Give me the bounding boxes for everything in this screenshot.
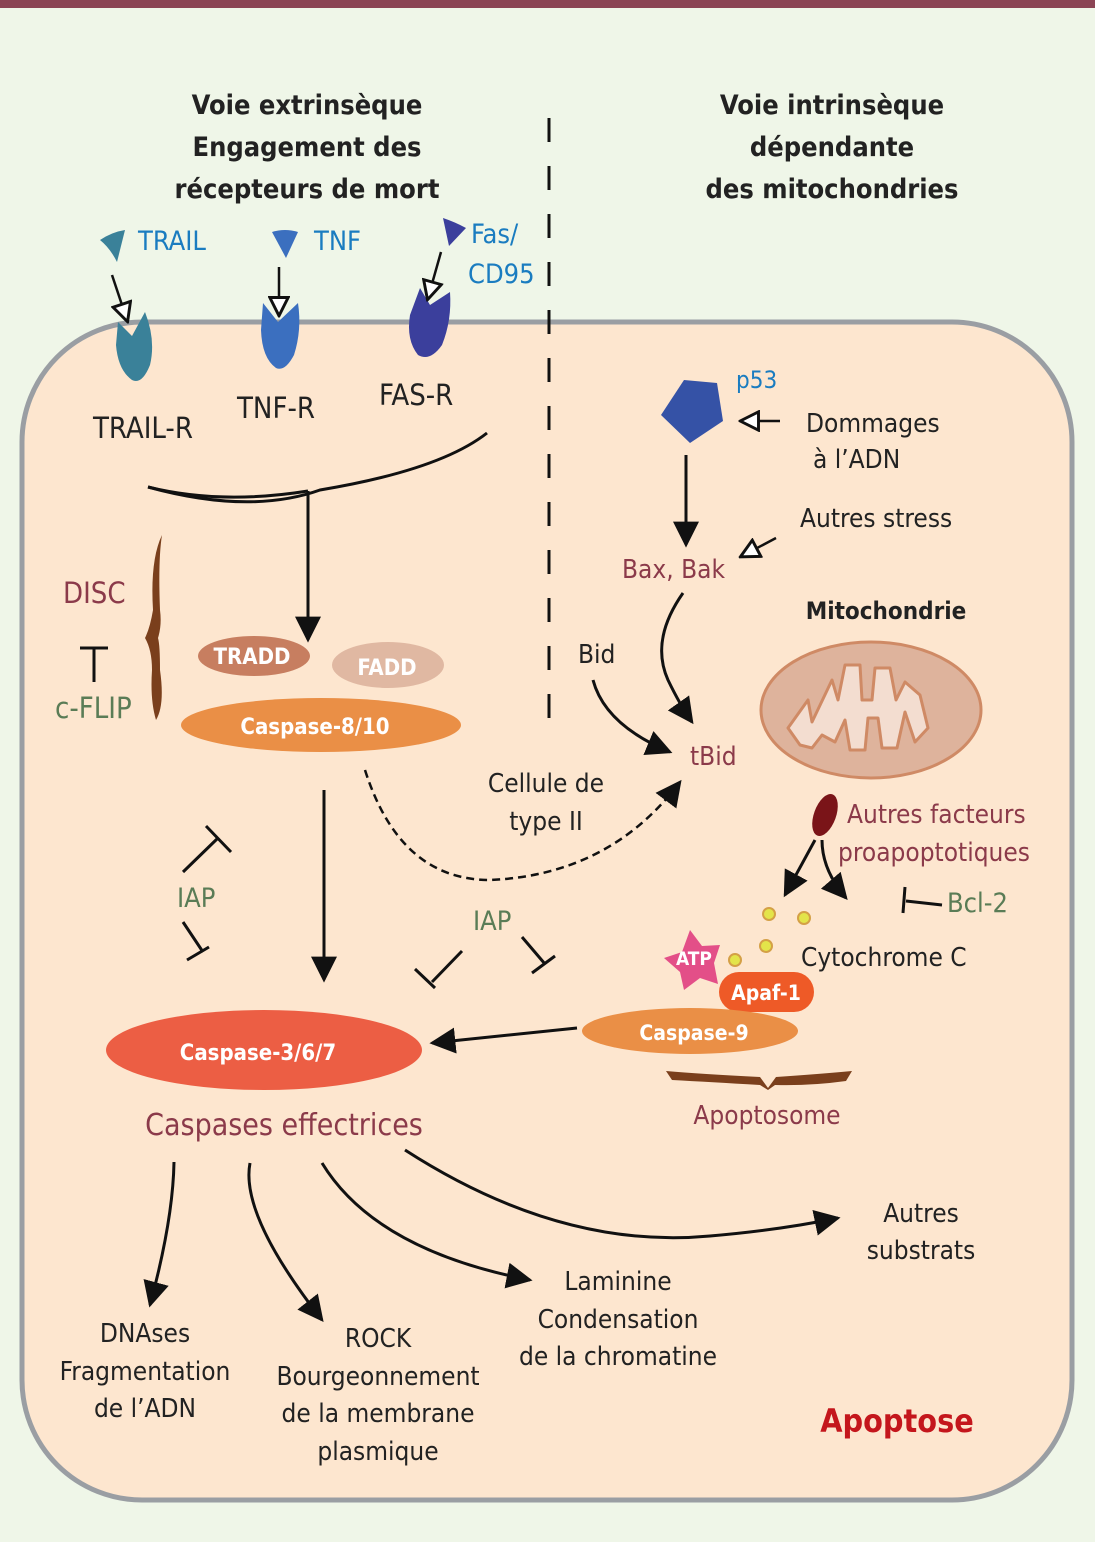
type2-label-line2: type II (509, 807, 582, 837)
substrate-arrow-laminine (320, 1162, 533, 1289)
cytochrome-c-icons (728, 907, 811, 967)
extrinsic-header-line1: Voie extrinsèque (192, 90, 423, 121)
tbid-label: tBid (690, 742, 737, 772)
apaf-1-label: Apaf-1 (731, 981, 801, 1005)
mitochondria-label: Mitochondrie (806, 597, 967, 625)
substrate-laminine-line1: Laminine (564, 1267, 671, 1297)
substrate-rock-line4: plasmique (317, 1437, 438, 1467)
substrate-arrow-autres (404, 1148, 841, 1240)
substrate-arrow-rock (247, 1162, 324, 1323)
substrate-laminine-line3: de la chromatine (519, 1342, 717, 1372)
intrinsic-header-line3: des mitochondries (705, 174, 958, 205)
fas-binding-arrow (428, 251, 441, 298)
factors-to-cytochrome-arrow (820, 839, 848, 900)
substrate-laminine-line2: Condensation (538, 1305, 699, 1335)
other-factors-label-line2: proapoptotiques (838, 838, 1030, 868)
substrate-rock-line2: Bourgeonnement (276, 1362, 479, 1392)
bcl2-label: Bcl-2 (947, 888, 1008, 919)
caspase-9-label: Caspase-9 (639, 1021, 748, 1045)
bcl2-inhibition-icon (901, 886, 943, 914)
trail-receptor-icon (116, 312, 153, 381)
tnf-ligand-icon (272, 230, 298, 258)
disc-brace-icon (145, 535, 162, 720)
ligand-trail-label: TRAIL (137, 226, 206, 257)
fas-receptor-icon (409, 288, 451, 358)
substrate-autres-line2: substrats (867, 1236, 976, 1266)
cflip-label: c-FLIP (55, 691, 132, 725)
disc-inhibition-icon (80, 646, 108, 682)
receptor-trail-r: TRAIL-R (92, 411, 193, 445)
caspase-8-10-node (181, 698, 461, 752)
intrinsic-header: Voie intrinsèque dépendante des mitochon… (705, 90, 958, 205)
substrate-rock-line3: de la membrane (282, 1399, 475, 1429)
fadd-node (332, 642, 444, 688)
trail-binding-arrow (112, 274, 127, 320)
receptor-fas-r: FAS-R (379, 378, 453, 412)
top-border (0, 0, 1095, 8)
other-stress-label: Autres stress (800, 504, 952, 534)
fas-ligand-icon (443, 218, 466, 246)
extrinsic-header-line3: récepteurs de mort (175, 174, 440, 205)
intrinsic-header-line2: dépendante (750, 132, 914, 163)
caspase9-to-caspase3-arrow (429, 1026, 578, 1054)
substrate-autres-line1: Autres (883, 1199, 959, 1229)
caspase-3-6-7-node (106, 1010, 422, 1090)
iap-left-label: IAP (177, 883, 215, 914)
ligand-fas-label: Fas/ (471, 219, 519, 250)
apaf-1-node (719, 972, 814, 1012)
apoptosome-brace-icon (666, 1071, 852, 1090)
fadd-label: FADD (357, 656, 416, 681)
receptor-convergence-line-left (147, 485, 309, 499)
bid-label: Bid (578, 640, 615, 670)
iap-right-inhibition-right-icon (520, 936, 556, 975)
ligand-tnf-label: TNF (313, 226, 361, 257)
p53-label: p53 (736, 366, 777, 394)
caspase-8-10-label: Caspase-8/10 (240, 715, 389, 740)
substrate-dnases-line2: Fragmentation (60, 1357, 231, 1387)
ligand-cd95-label: CD95 (468, 259, 535, 290)
type2-label-line1: Cellule de (488, 769, 604, 799)
tradd-label: TRADD (214, 645, 291, 670)
cytochrome-c-label: Cytochrome C (801, 943, 967, 973)
other-stress-arrow (742, 536, 777, 556)
cell-membrane (19, 319, 1075, 1503)
intrinsic-header-line1: Voie intrinsèque (720, 90, 944, 121)
iap-left-inhibition-bottom-icon (181, 921, 210, 962)
trail-ligand-icon (100, 230, 125, 262)
substrate-dnases-line1: DNAses (100, 1319, 190, 1349)
bax-to-tbid-arrow (660, 592, 694, 725)
mitochondria-icon (759, 640, 983, 780)
substrate-dnases-line3: de l’ADN (94, 1394, 196, 1424)
iap-left-inhibition-top-icon (181, 824, 233, 874)
factors-to-apaf-arrow (783, 839, 817, 898)
tnf-receptor-icon (261, 303, 300, 369)
iap-right-inhibition-left-icon (413, 949, 464, 990)
caspase-3-6-7-label: Caspase-3/6/7 (180, 1041, 336, 1066)
bid-to-tbid-arrow (591, 679, 673, 756)
type2-dashed-arrow (363, 769, 682, 882)
iap-right-label: IAP (473, 906, 511, 937)
atp-label: ATP (676, 948, 712, 970)
p53-icon (661, 380, 723, 443)
substrate-rock-line1: ROCK (345, 1324, 412, 1354)
receptor-convergence-line (147, 431, 488, 504)
tradd-node (198, 636, 310, 676)
apoptosome-label: Apoptosome (693, 1101, 840, 1131)
extrinsic-header: Voie extrinsèque Engagement des récepteu… (175, 90, 440, 205)
effector-caspases-label: Caspases effectrices (145, 1108, 423, 1143)
bax-bak-label: Bax, Bak (622, 555, 725, 585)
extrinsic-header-line2: Engagement des (192, 132, 421, 163)
other-factors-label-line1: Autres facteurs (847, 800, 1026, 830)
dna-damage-label-line1: Dommages (806, 409, 940, 439)
atp-icon (664, 930, 720, 990)
apoptose-label: Apoptose (820, 1402, 974, 1440)
caspase-9-node (582, 1008, 798, 1054)
disc-label: DISC (63, 576, 126, 610)
proapoptotic-factor-icon (812, 793, 838, 837)
substrate-arrow-dnases (143, 1161, 176, 1308)
dna-damage-label-line2: à l’ADN (813, 445, 900, 475)
receptor-tnf-r: TNF-R (236, 391, 315, 425)
